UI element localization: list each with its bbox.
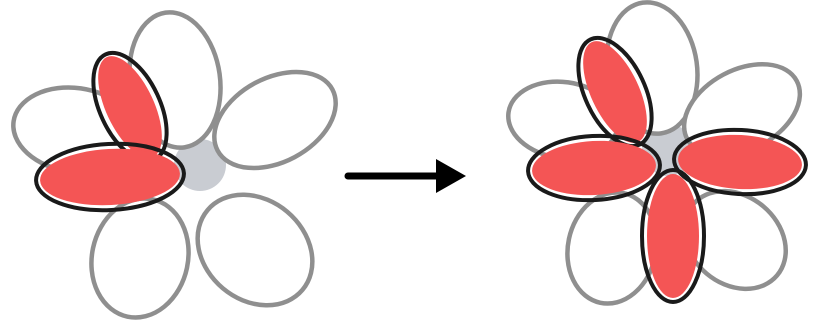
highlighted-petal — [34, 141, 186, 213]
highlighted-petal — [640, 168, 706, 304]
flower-petal — [195, 192, 315, 308]
flower-before — [11, 10, 338, 320]
arrow-right-icon — [344, 159, 466, 193]
flower-petal — [89, 196, 191, 320]
flower-center — [174, 139, 226, 191]
flower-petal — [212, 69, 338, 171]
highlighted-petal — [672, 127, 808, 197]
flower-after — [506, 0, 808, 306]
highlighted-petal — [526, 133, 662, 203]
